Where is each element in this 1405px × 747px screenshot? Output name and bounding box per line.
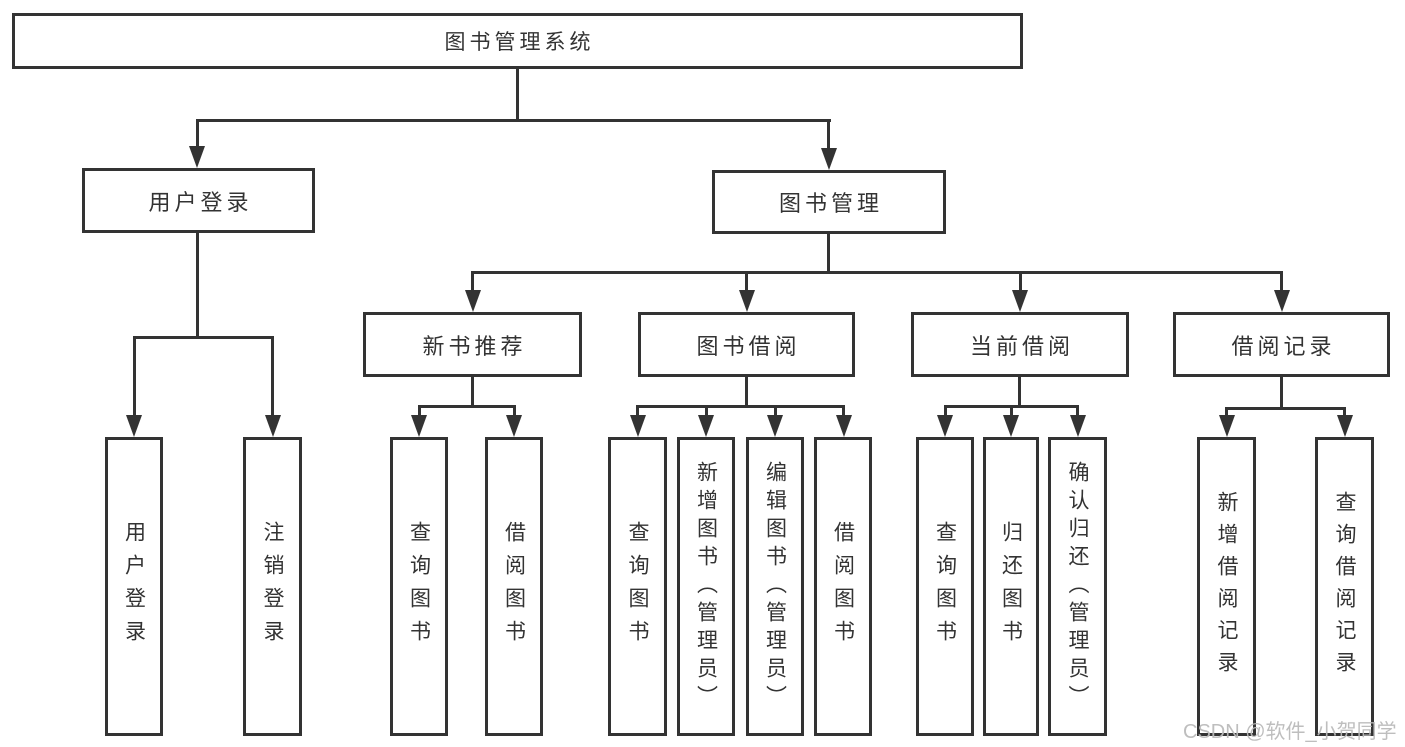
leaf-bb-query-books-label: 查询图书: [626, 520, 649, 653]
connector-nb-query-stem: [418, 408, 421, 415]
leaf-bb-add-books-admin: 新增图书（管理员）: [677, 437, 735, 736]
arrowhead-user-login-icon: [189, 146, 205, 168]
arrowhead-current-borrow-icon: [1012, 290, 1028, 312]
connector-br-query-stem: [1343, 410, 1346, 415]
arrowhead-br-query-icon: [1337, 415, 1353, 437]
connector-book-borrow-stem: [745, 274, 748, 290]
connector-book-management-down: [827, 234, 830, 271]
connector-user-login-down: [196, 233, 199, 336]
node-root: 图书管理系统: [12, 13, 1023, 69]
connector-level3-bar: [471, 271, 1283, 274]
node-borrow-records: 借阅记录: [1173, 312, 1390, 377]
node-current-borrow-label: 当前借阅: [969, 333, 1074, 359]
leaf-logout-label: 注销登录: [261, 520, 284, 653]
connector-cb-return-stem: [1010, 408, 1013, 415]
leaf-nb-query-books-label: 查询图书: [407, 520, 431, 653]
leaf-cb-confirm-return-admin: 确认归还（管理员）: [1048, 437, 1107, 736]
node-book-management-label: 图书管理: [778, 191, 883, 216]
connector-leaf-logout-stem: [271, 339, 274, 415]
node-root-label: 图书管理系统: [444, 31, 595, 54]
node-book-management: 图书管理: [712, 170, 946, 234]
connector-new-book-stem: [471, 274, 474, 290]
connector-user-login-stem: [196, 122, 199, 146]
connector-new-book-bar: [418, 405, 516, 408]
leaf-bb-query-books: 查询图书: [608, 437, 667, 736]
arrowhead-leaf-logout-icon: [265, 415, 281, 437]
arrowhead-nb-query-icon: [411, 415, 427, 437]
leaf-br-query-record: 查询借阅记录: [1315, 437, 1374, 736]
node-borrow-records-label: 借阅记录: [1231, 333, 1336, 359]
connector-cb-confirm-stem: [1076, 408, 1079, 415]
connector-book-management-stem: [827, 122, 830, 148]
arrowhead-new-book-icon: [465, 290, 481, 312]
connector-new-book-down: [471, 377, 474, 405]
leaf-cb-query-books-label: 查询图书: [933, 520, 957, 653]
arrowhead-nb-borrow-icon: [506, 415, 522, 437]
connector-user-login-bar: [133, 336, 274, 339]
node-current-borrow: 当前借阅: [911, 312, 1129, 377]
arrowhead-book-management-icon: [821, 148, 837, 170]
connector-book-borrow-bar: [636, 405, 845, 408]
connector-leaf-login-stem: [133, 339, 136, 415]
leaf-nb-borrow-books: 借阅图书: [485, 437, 543, 736]
arrowhead-cb-confirm-icon: [1070, 415, 1086, 437]
leaf-br-query-record-label: 查询借阅记录: [1333, 490, 1356, 683]
arrowhead-br-add-icon: [1219, 415, 1235, 437]
leaf-bb-add-books-admin-label: 新增图书（管理员）: [694, 460, 718, 713]
node-user-login-label: 用户登录: [148, 189, 253, 215]
node-book-borrow-label: 图书借阅: [696, 333, 801, 359]
connector-current-borrow-down: [1018, 377, 1021, 405]
arrowhead-bb-add-icon: [698, 415, 714, 437]
connector-current-borrow-stem: [1019, 274, 1022, 290]
connector-book-borrow-down: [745, 377, 748, 405]
leaf-nb-borrow-books-label: 借阅图书: [502, 520, 526, 653]
connector-borrow-records-stem: [1280, 274, 1283, 290]
node-user-login: 用户登录: [82, 168, 315, 233]
connector-current-borrow-bar: [944, 405, 1079, 408]
leaf-cb-confirm-return-admin-label: 确认归还（管理员）: [1066, 460, 1089, 713]
connector-br-add-stem: [1225, 410, 1228, 415]
leaf-br-add-record: 新增借阅记录: [1197, 437, 1256, 736]
arrowhead-book-borrow-icon: [739, 290, 755, 312]
leaf-cb-query-books: 查询图书: [916, 437, 974, 736]
leaf-nb-query-books: 查询图书: [390, 437, 448, 736]
connector-bb-edit-stem: [774, 408, 777, 415]
leaf-user-login-label: 用户登录: [122, 520, 146, 653]
leaf-logout: 注销登录: [243, 437, 302, 736]
leaf-br-add-record-label: 新增借阅记录: [1215, 490, 1238, 683]
connector-bb-query-stem: [636, 408, 639, 415]
connector-borrow-records-bar: [1225, 407, 1346, 410]
connector-bb-add-stem: [705, 408, 708, 415]
node-new-book-recommend: 新书推荐: [363, 312, 582, 377]
leaf-bb-edit-books-admin: 编辑图书（管理员）: [746, 437, 804, 736]
arrowhead-bb-edit-icon: [767, 415, 783, 437]
connector-nb-borrow-stem: [513, 408, 516, 415]
node-new-book-recommend-label: 新书推荐: [422, 333, 527, 359]
leaf-cb-return-books-label: 归还图书: [999, 520, 1023, 653]
connector-borrow-records-down: [1280, 377, 1283, 407]
arrowhead-cb-return-icon: [1003, 415, 1019, 437]
node-book-borrow: 图书借阅: [638, 312, 855, 377]
leaf-bb-borrow-books: 借阅图书: [814, 437, 872, 736]
arrowhead-leaf-login-icon: [126, 415, 142, 437]
arrowhead-bb-borrow-icon: [836, 415, 852, 437]
connector-level2-bar: [196, 119, 831, 122]
connector-root-stem: [516, 69, 519, 119]
arrowhead-borrow-records-icon: [1274, 290, 1290, 312]
leaf-bb-edit-books-admin-label: 编辑图书（管理员）: [763, 460, 787, 713]
csdn-watermark: CSDN @软件_小贺同学: [1183, 721, 1397, 743]
connector-cb-query-stem: [944, 408, 947, 415]
arrowhead-bb-query-icon: [630, 415, 646, 437]
leaf-cb-return-books: 归还图书: [983, 437, 1039, 736]
arrowhead-cb-query-icon: [937, 415, 953, 437]
leaf-user-login: 用户登录: [105, 437, 163, 736]
connector-bb-borrow-stem: [842, 408, 845, 415]
leaf-bb-borrow-books-label: 借阅图书: [831, 520, 855, 653]
